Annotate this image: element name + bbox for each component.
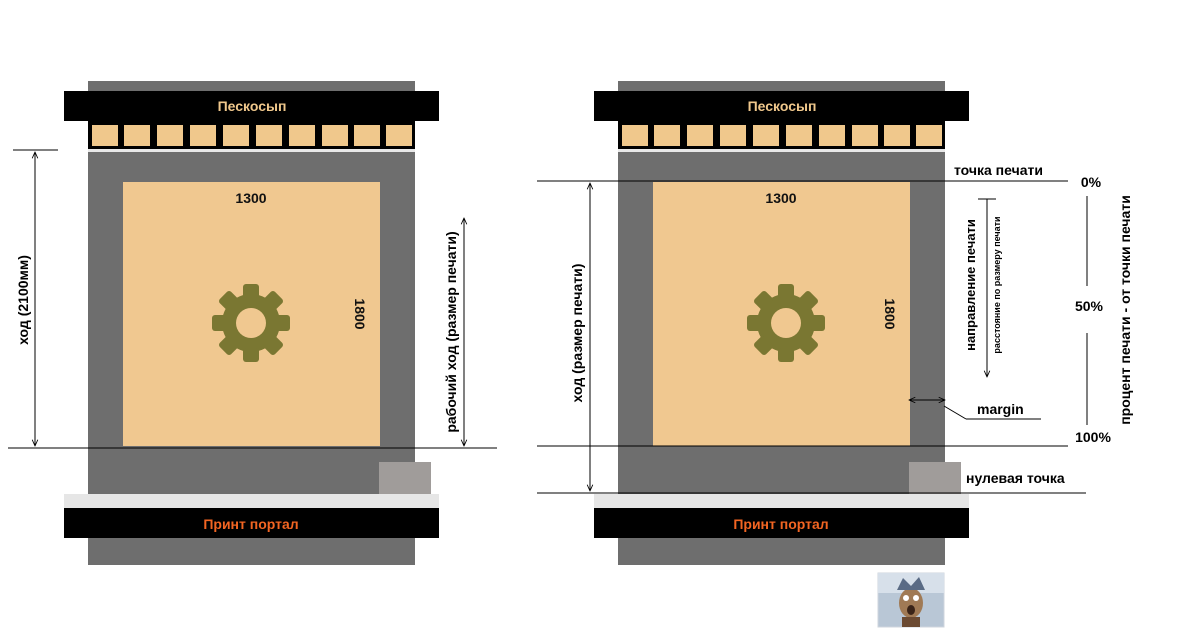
base-plate xyxy=(594,494,969,508)
gear-icon xyxy=(212,284,290,362)
portal-label: Принт портал xyxy=(203,516,298,532)
print-point-label: точка печати xyxy=(954,162,1043,178)
travel-label: ход (размер печати) xyxy=(569,264,585,403)
margin-label: margin xyxy=(977,401,1024,417)
base-plate xyxy=(64,494,439,508)
pct-0-label: 0% xyxy=(1081,174,1102,190)
left-diagram: Пескосып 1300 1800 Принт портал xyxy=(8,81,497,565)
nozzle-rail xyxy=(618,149,945,152)
nozzle-rail xyxy=(88,149,415,152)
top-bar-label: Пескосып xyxy=(218,98,287,114)
plate-height-label: 1800 xyxy=(352,298,368,329)
margin-leader xyxy=(944,406,966,419)
avatar-icon xyxy=(878,573,944,627)
zero-block xyxy=(909,462,961,494)
direction-label: направление печати xyxy=(963,219,978,351)
pct-100-label: 100% xyxy=(1075,429,1111,445)
pct-50-label: 50% xyxy=(1075,298,1104,314)
zero-block xyxy=(379,462,431,494)
plate-width-label: 1300 xyxy=(765,190,796,206)
travel-label: ход (2100мм) xyxy=(15,255,31,345)
zero-point-label: нулевая точка xyxy=(966,470,1065,486)
distance-label: расстояние по размеру печати xyxy=(992,216,1002,353)
plate-width-label: 1300 xyxy=(235,190,266,206)
work-travel-label: рабочий ход (размер печати) xyxy=(443,231,459,432)
percent-axis-label: процент печати - от точки печати xyxy=(1117,195,1133,425)
plate-height-label: 1800 xyxy=(882,298,898,329)
right-diagram: Пескосып 1300 1800 Принт портал xyxy=(537,81,1133,565)
top-bar-label: Пескосып xyxy=(748,98,817,114)
portal-label: Принт портал xyxy=(733,516,828,532)
gear-icon xyxy=(747,284,825,362)
